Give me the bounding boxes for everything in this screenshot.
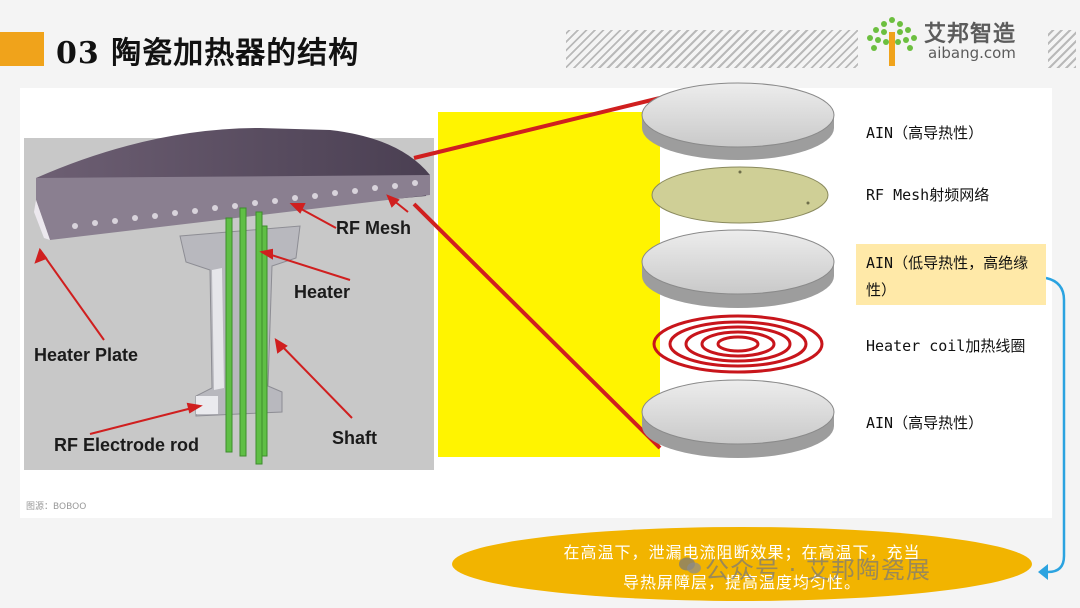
callout-heater: Heater — [294, 282, 351, 302]
layer-label-heater-coil: Heater coil加热线圈 — [866, 337, 1026, 355]
layer-label-ain-middle: AIN（低导热性，高绝缘性） — [866, 254, 1029, 299]
note-line-1: 在高温下，泄漏电流阻断效果；在高温下，充当 — [563, 543, 921, 562]
note-oval — [452, 527, 1032, 601]
callout-rf-electrode-rod: RF Electrode rod — [54, 435, 200, 455]
layer-label-ain-top: AIN（高导热性） — [866, 124, 984, 142]
ain-disc-middle — [641, 229, 835, 308]
ain-disc-bottom — [641, 379, 835, 458]
title-accent-bar — [0, 32, 44, 66]
wechat-icon — [679, 557, 701, 574]
callout-arrows — [34, 194, 409, 435]
logo-domain-text: aibang.com — [928, 44, 1016, 62]
tree-logo-icon — [867, 17, 917, 66]
image-source: 图源：BOBOO — [26, 502, 87, 512]
note-line-2: 导热屏障层，提高温度均匀性。 — [622, 573, 861, 592]
heater-coil-icon — [652, 314, 824, 374]
ain-disc-top — [641, 82, 835, 160]
callout-rf-mesh: RF Mesh — [336, 218, 412, 238]
rf-mesh-disc — [651, 166, 829, 224]
callout-heater-plate: Heater Plate — [34, 345, 139, 365]
zoom-line-top — [413, 96, 661, 160]
callout-shaft: Shaft — [332, 428, 377, 448]
zoom-line-bottom — [412, 202, 662, 450]
connector-arrow — [1040, 276, 1066, 574]
heater-plate-shape — [34, 128, 430, 240]
connector-arrowhead-icon — [1038, 564, 1048, 580]
watermark: 公众号 · 艾邦陶瓷展 — [705, 556, 931, 584]
logo-chinese-text: 艾邦智造 — [924, 22, 1017, 47]
page-title: 03 陶瓷加热器的结构 — [56, 36, 360, 71]
electrode-rods — [225, 207, 268, 465]
zoom-highlight-area — [438, 112, 660, 457]
highlight-box — [856, 244, 1046, 305]
layer-label-rf-mesh: RF Mesh射频网络 — [866, 186, 990, 204]
aibang-logo: 艾邦智造 aibang.com — [858, 10, 1048, 70]
layer-label-ain-bottom: AIN（高导热性） — [866, 414, 984, 432]
note-text: 在高温下，泄漏电流阻断效果；在高温下，充当 导热屏障层，提高温度均匀性。 — [500, 538, 984, 598]
